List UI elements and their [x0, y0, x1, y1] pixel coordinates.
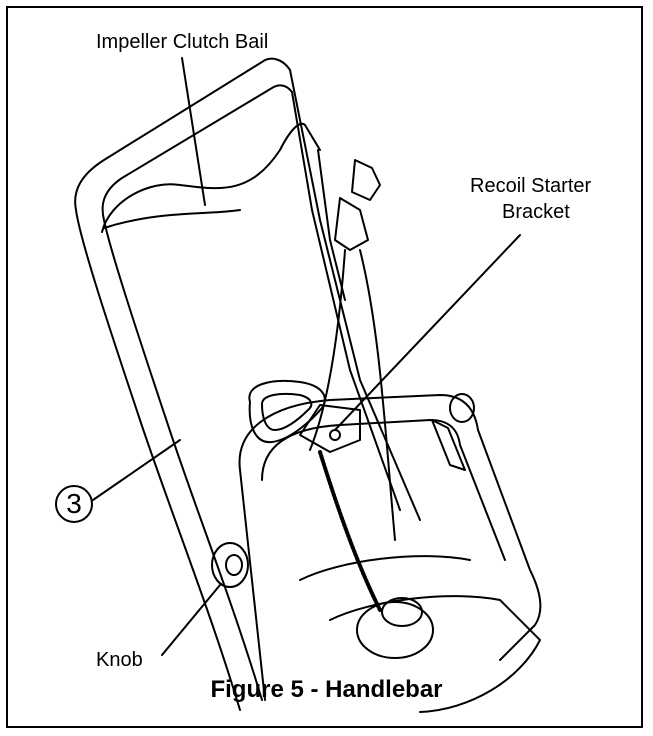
control-lever — [317, 149, 381, 301]
figure-caption: Figure 5 - Handlebar — [210, 676, 443, 703]
handlebar-tube-inner — [101, 84, 293, 701]
lower-body — [299, 555, 471, 581]
fuel-tank — [329, 595, 541, 713]
starter-rope — [318, 450, 382, 612]
bracket-hole — [329, 429, 341, 441]
starter-handle-inner — [261, 392, 313, 431]
clutch-bail — [101, 122, 321, 233]
handlebar-tube-outer — [74, 57, 291, 711]
leader-knob — [161, 584, 221, 656]
starter-handle — [248, 379, 326, 444]
left-knob-inner — [225, 554, 243, 576]
clutch-bail-bar — [103, 209, 241, 229]
label-recoil-starter: Recoil Starter — [470, 175, 592, 197]
leader-callout — [92, 439, 181, 501]
label-knob: Knob — [96, 649, 143, 671]
handlebar-right-upright-inner — [291, 91, 401, 511]
lever-cable — [309, 249, 346, 451]
shroud-slot — [431, 419, 466, 471]
lever-cable-2 — [359, 249, 396, 541]
callout-number: 3 — [55, 485, 93, 523]
engine-shroud-inner — [261, 419, 506, 561]
starter-bracket — [299, 404, 361, 453]
left-knob — [211, 542, 249, 588]
label-impeller-clutch-bail: Impeller Clutch Bail — [96, 31, 269, 53]
leader-impeller — [181, 57, 206, 206]
figure-frame — [6, 6, 643, 728]
fuel-cap-top — [381, 597, 423, 627]
engine-shroud — [238, 394, 542, 701]
right-knob — [449, 393, 475, 423]
leader-recoil — [334, 234, 521, 431]
label-recoil-bracket: Bracket — [502, 201, 570, 223]
handlebar-right-upright — [289, 69, 421, 521]
